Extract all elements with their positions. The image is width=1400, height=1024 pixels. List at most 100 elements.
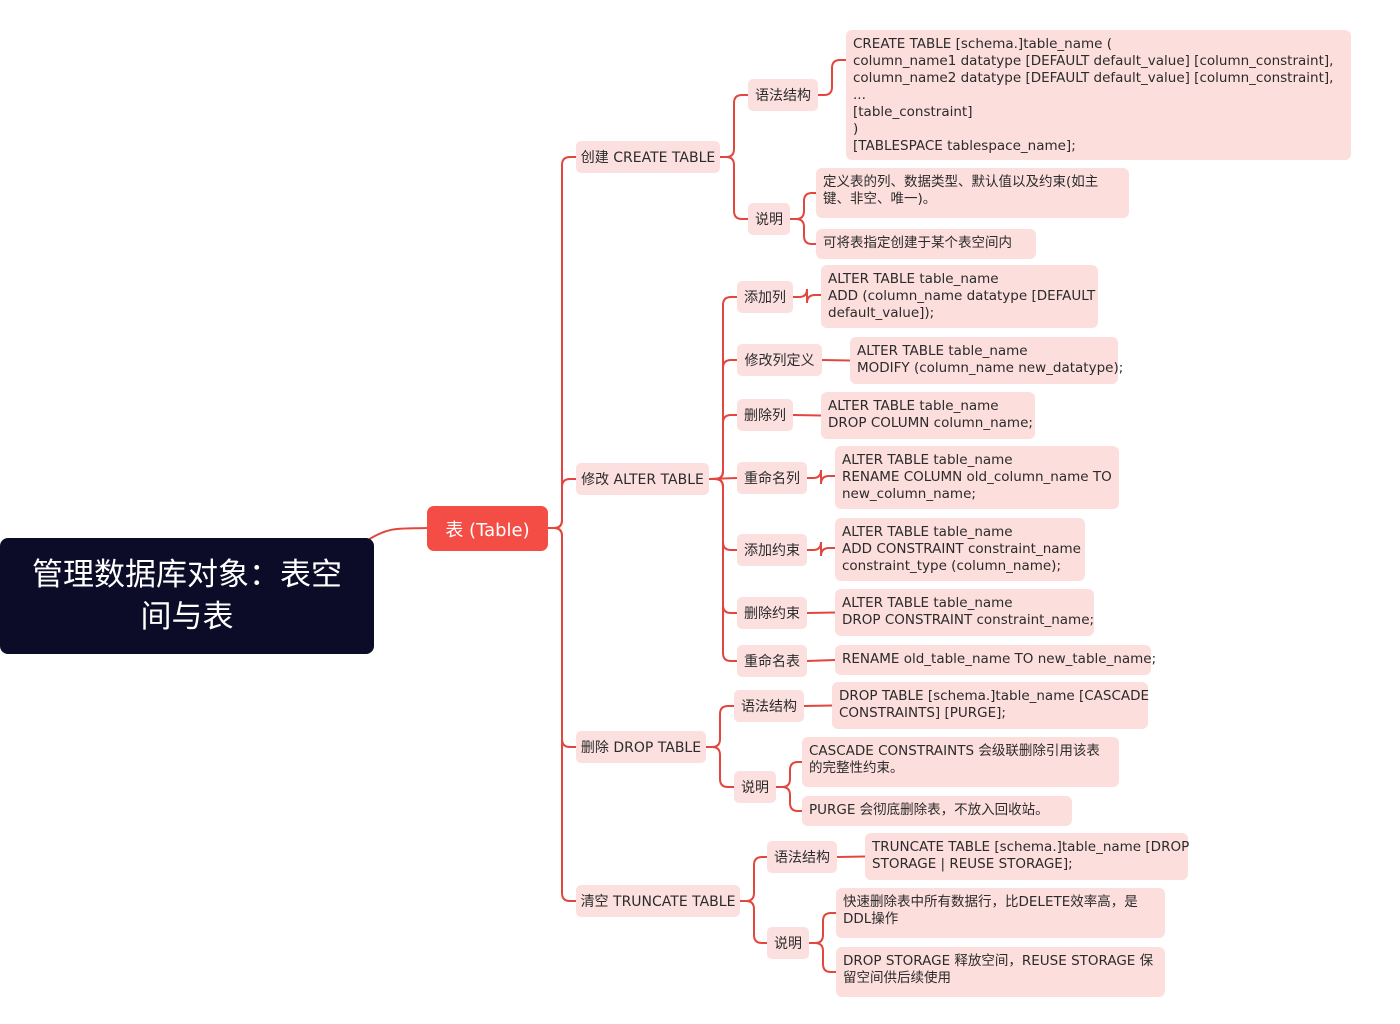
- branch-3-item-0[interactable]: 语法结构: [767, 841, 837, 873]
- branch-1-item-1[interactable]: 修改列定义: [737, 344, 822, 376]
- branch-1-item-4-leaf-0-line-2: constraint_type (column_name);: [842, 558, 1061, 574]
- branch-1-item-1-leaf-0-line-1: MODIFY (column_name new_datatype);: [857, 360, 1124, 376]
- branch-2-item-0-leaf-0-line-0: DROP TABLE [schema.]table_name [CASCADE: [839, 688, 1150, 704]
- edge-leaf-2-1-0: [776, 761, 802, 788]
- branch-3-item-0-label: 语法结构: [774, 850, 830, 866]
- branch-2-item-1-label: 说明: [741, 780, 769, 796]
- edge-leaf-1-6-0: [806, 659, 836, 662]
- edge-branch-1-item-2: [709, 414, 737, 480]
- branch-0-item-0-leaf-0-line-1: column_name1 datatype [DEFAULT default_v…: [853, 53, 1334, 69]
- edge-leaf-1-4-0: [807, 541, 835, 557]
- edge-leaf-1-3-0: [807, 469, 835, 485]
- branch-3-item-0-leaf-0-line-0: TRUNCATE TABLE [schema.]table_name [DROP: [872, 839, 1190, 855]
- branch-3-item-1-leaf-1[interactable]: DROP STORAGE 释放空间，REUSE STORAGE 保留空间供后续使…: [836, 947, 1165, 997]
- branch-1-item-4-leaf-0-line-1: ADD CONSTRAINT constraint_name: [842, 541, 1081, 557]
- branch-1-item-2-leaf-0-line-1: DROP COLUMN column_name;: [828, 415, 1033, 431]
- branch-0-item-1-leaf-0-line-1: 键、非空、唯一)。: [823, 191, 937, 207]
- edge-branch-1-item-6: [709, 478, 737, 662]
- edge-leaf-0-1-0: [790, 192, 816, 220]
- branch-1-item-4-label: 添加约束: [744, 543, 800, 559]
- branch-2-item-1-leaf-0-line-1: 的完整性约束。: [809, 760, 904, 776]
- branch-2-item-0[interactable]: 语法结构: [734, 690, 804, 722]
- edge-leaf-1-2-0: [792, 414, 822, 417]
- branch-0[interactable]: 创建 CREATE TABLE: [576, 141, 720, 173]
- edge-leaf-3-0-0: [836, 855, 866, 858]
- branch-1-item-0[interactable]: 添加列: [737, 281, 793, 313]
- branch-1-item-0-leaf-0-line-2: default_value]);: [828, 305, 935, 321]
- edge-branch-0-item-1: [720, 156, 748, 220]
- branch-1-item-0-label: 添加列: [744, 290, 786, 306]
- branch-0-item-1[interactable]: 说明: [748, 203, 790, 235]
- branch-1-item-6-label: 重命名表: [744, 654, 800, 670]
- branch-1-item-3-leaf-0-line-0: ALTER TABLE table_name: [842, 452, 1013, 468]
- branch-3-item-1[interactable]: 说明: [767, 927, 809, 959]
- branch-1-item-3-leaf-0-line-1: RENAME COLUMN old_column_name TO: [842, 469, 1112, 485]
- branch-0-item-0-leaf-0-line-4: [table_constraint]: [853, 104, 973, 120]
- branch-0-item-1-leaf-1-line-0: 可将表指定创建于某个表空间内: [823, 235, 1012, 251]
- edge-leaf-3-1-0: [809, 912, 836, 944]
- root-topic[interactable]: 管理数据库对象：表空间与表: [0, 538, 374, 654]
- branch-1-item-5[interactable]: 删除约束: [737, 597, 807, 629]
- edge-branch-3-item-0: [740, 856, 767, 902]
- branch-0-item-1-leaf-1[interactable]: 可将表指定创建于某个表空间内: [816, 229, 1036, 259]
- branch-2-label: 删除 DROP TABLE: [580, 740, 702, 756]
- branch-0-item-0-leaf-0-line-2: column_name2 datatype [DEFAULT default_v…: [853, 70, 1334, 86]
- branch-0-item-0-leaf-0-line-6: [TABLESPACE tablespace_name];: [853, 138, 1076, 154]
- branch-0-label: 创建 CREATE TABLE: [580, 150, 716, 166]
- branch-1-item-5-label: 删除约束: [744, 606, 800, 622]
- branch-2-item-1[interactable]: 说明: [734, 771, 776, 803]
- branch-1-item-1-leaf-0-line-0: ALTER TABLE table_name: [857, 343, 1028, 359]
- branch-1-item-5-leaf-0-line-0: ALTER TABLE table_name: [842, 595, 1013, 611]
- branch-1-item-3[interactable]: 重命名列: [737, 462, 807, 494]
- edge-leaf-1-0-0: [793, 288, 821, 304]
- branch-0-item-1-leaf-0[interactable]: 定义表的列、数据类型、默认值以及约束(如主键、非空、唯一)。: [816, 168, 1129, 218]
- branch-3-item-0-leaf-0-line-1: STORAGE | REUSE STORAGE];: [872, 856, 1073, 872]
- branch-1-item-2[interactable]: 删除列: [737, 399, 793, 431]
- edge-branch-0-item-0: [720, 94, 748, 158]
- branch-2-item-1-leaf-0-line-0: CASCADE CONSTRAINTS 会级联删除引用该表: [809, 743, 1100, 759]
- main-topic-table[interactable]: 表 (Table): [427, 506, 548, 551]
- branch-0-item-1-label: 说明: [755, 212, 783, 228]
- edge-leaf-0-0-0: [818, 59, 846, 96]
- branch-1-item-3-label: 重命名列: [744, 471, 800, 487]
- edge-main-branch-1: [548, 478, 576, 529]
- branch-3-item-1-label: 说明: [774, 936, 802, 952]
- branch-1-item-4-leaf-0-line-0: ALTER TABLE table_name: [842, 524, 1013, 540]
- branch-3-item-1-leaf-0-line-0: 快速删除表中所有数据行，比DELETE效率高，是: [843, 894, 1138, 910]
- branch-1-item-4[interactable]: 添加约束: [737, 534, 807, 566]
- branch-2-item-1-leaf-1[interactable]: PURGE 会彻底删除表，不放入回收站。: [802, 796, 1072, 826]
- branch-2[interactable]: 删除 DROP TABLE: [576, 731, 706, 763]
- branch-2-item-1-leaf-0[interactable]: CASCADE CONSTRAINTS 会级联删除引用该表的完整性约束。: [802, 737, 1119, 787]
- edge-leaf-2-0-0: [803, 704, 833, 707]
- branch-1-item-6[interactable]: 重命名表: [737, 645, 807, 677]
- branch-3-item-1-leaf-1-line-1: 留空间供后续使用: [843, 970, 951, 986]
- branch-0-item-0-leaf-0[interactable]: CREATE TABLE [schema.]table_name (column…: [846, 30, 1351, 160]
- branch-1-item-1-label: 修改列定义: [744, 353, 815, 369]
- branch-0-item-0[interactable]: 语法结构: [748, 79, 818, 111]
- branch-1-label: 修改 ALTER TABLE: [581, 472, 704, 488]
- branch-0-item-0-label: 语法结构: [755, 88, 811, 104]
- branch-1-item-6-leaf-0[interactable]: RENAME old_table_name TO new_table_name;: [835, 645, 1156, 675]
- edge-leaf-0-1-1: [790, 218, 816, 245]
- branch-1[interactable]: 修改 ALTER TABLE: [576, 463, 709, 495]
- edge-branch-2-item-1: [706, 746, 734, 788]
- branch-1-item-2-label: 删除列: [744, 408, 786, 424]
- branch-3-item-0-leaf-0[interactable]: TRUNCATE TABLE [schema.]table_name [DROP…: [865, 833, 1190, 880]
- branch-2-item-0-leaf-0-line-1: CONSTRAINTS] [PURGE];: [839, 705, 1006, 721]
- edge-root-main: [367, 527, 428, 541]
- branch-3[interactable]: 清空 TRUNCATE TABLE: [576, 885, 740, 917]
- branch-1-item-3-leaf-0-line-2: new_column_name;: [842, 486, 976, 502]
- edge-leaf-3-1-1: [809, 942, 836, 973]
- edge-leaf-1-5-0: [806, 611, 836, 614]
- branch-0-item-0-leaf-0-line-5: ): [853, 121, 859, 137]
- branch-1-item-2-leaf-0-line-0: ALTER TABLE table_name: [828, 398, 999, 414]
